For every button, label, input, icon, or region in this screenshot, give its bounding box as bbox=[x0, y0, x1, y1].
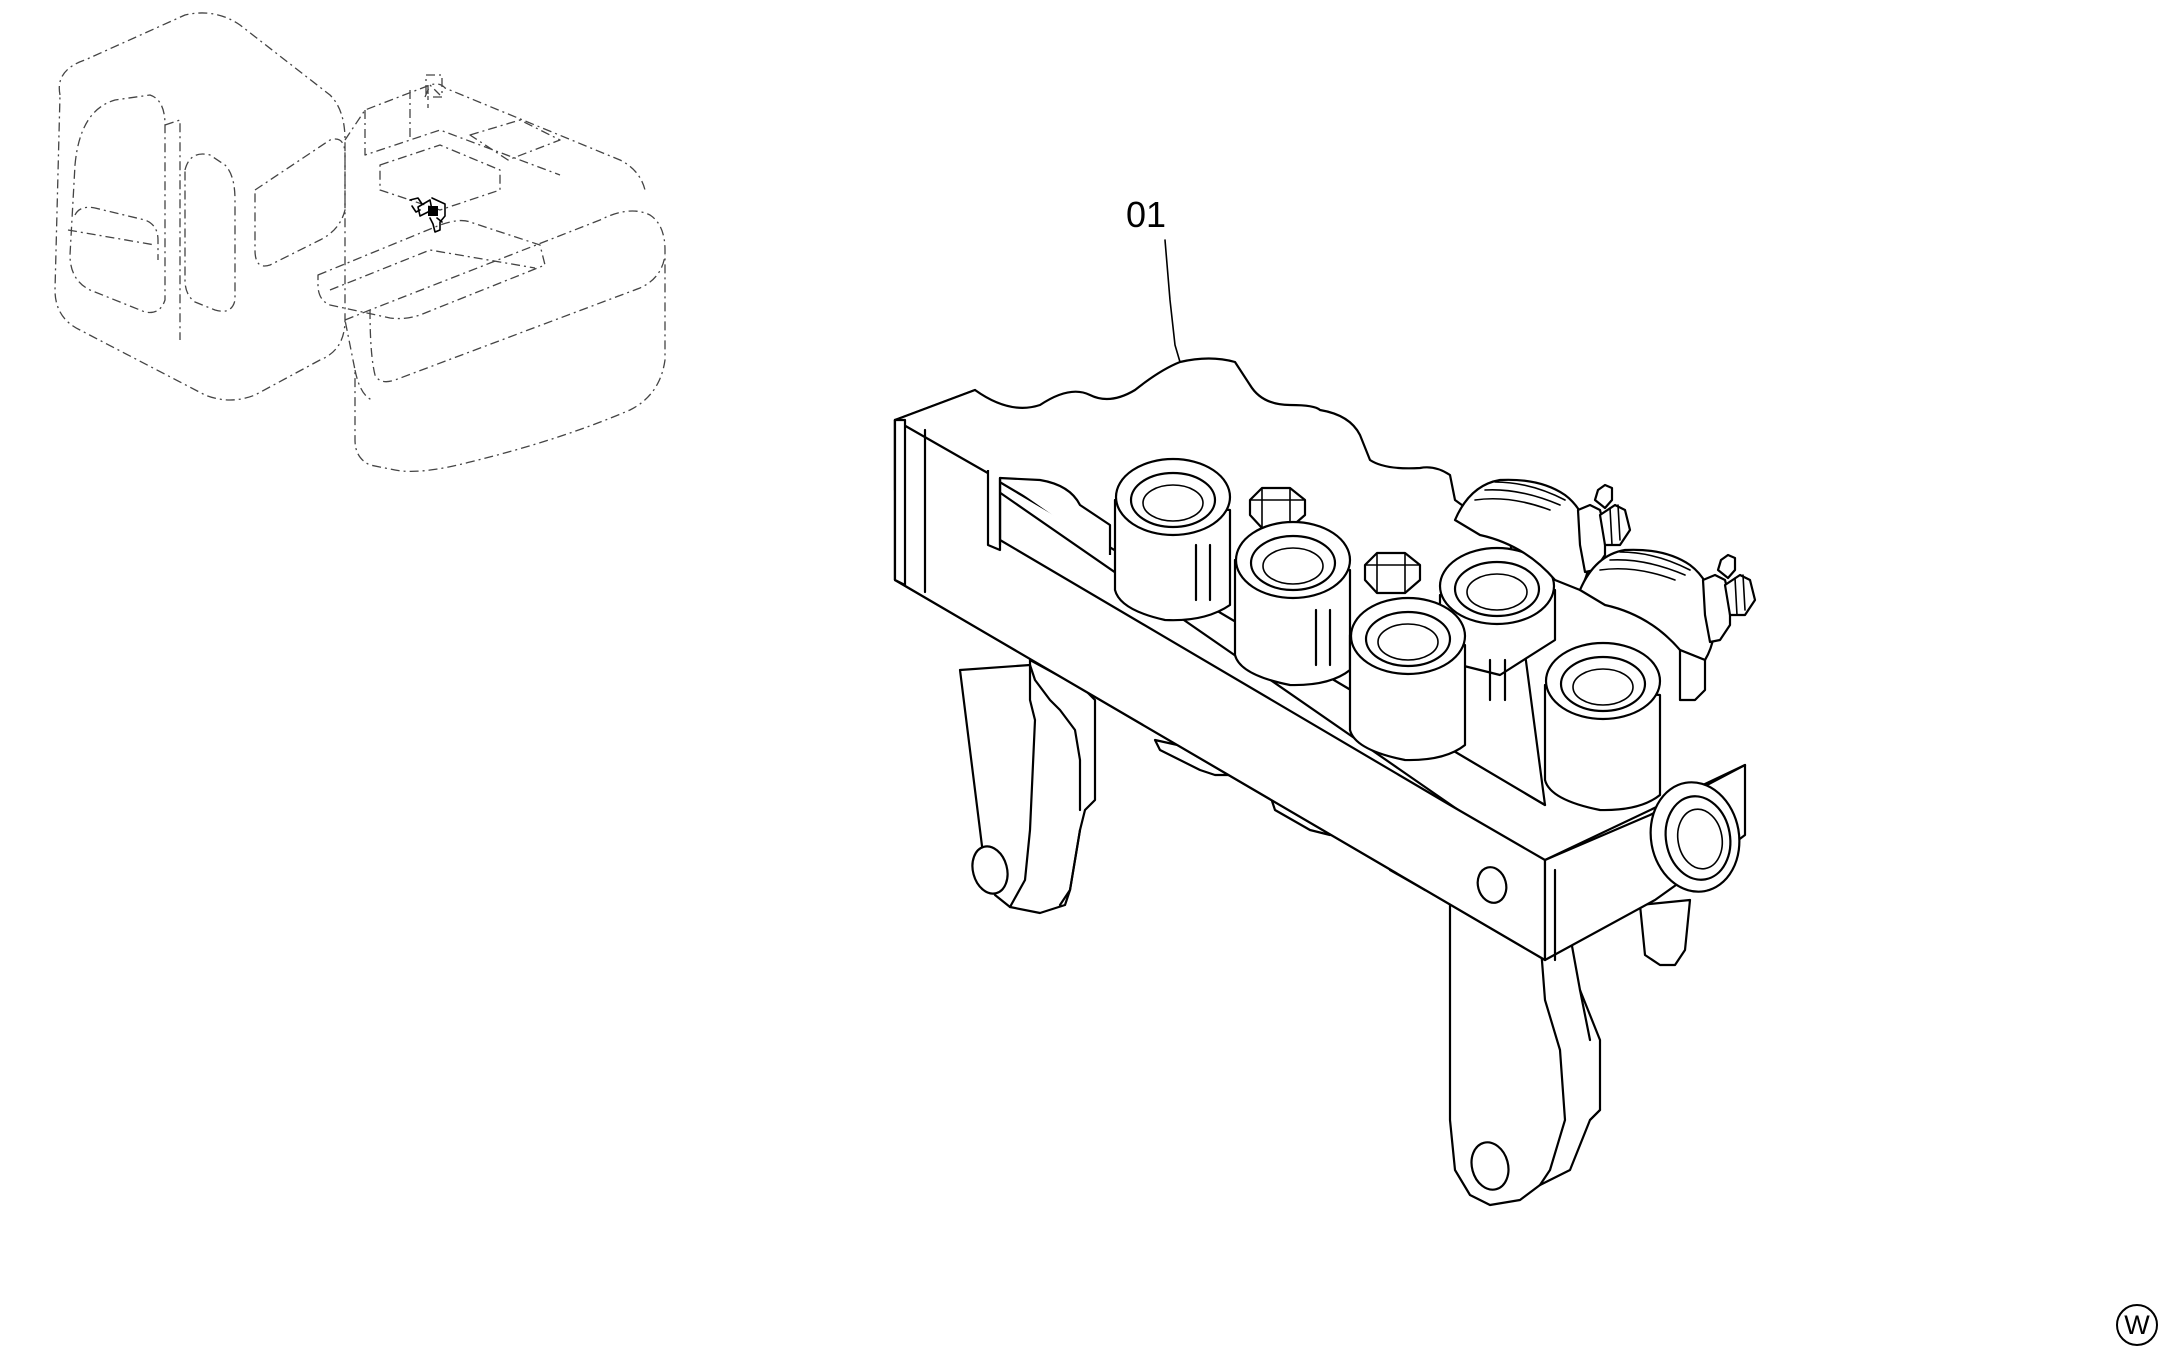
solenoid-coil-rear bbox=[1453, 478, 1632, 592]
corner-mark-letter: W bbox=[2124, 1310, 2150, 1340]
solenoid-coil-front bbox=[1578, 548, 1757, 702]
excavator-locator-illustration bbox=[54, 12, 666, 472]
valve-location-marker bbox=[409, 197, 446, 233]
valve-block-assembly bbox=[893, 239, 1757, 1207]
corner-mark: W bbox=[2116, 1304, 2158, 1346]
part-callout-label: 01 bbox=[1126, 194, 1166, 235]
callout-leader-line bbox=[1164, 239, 1181, 363]
